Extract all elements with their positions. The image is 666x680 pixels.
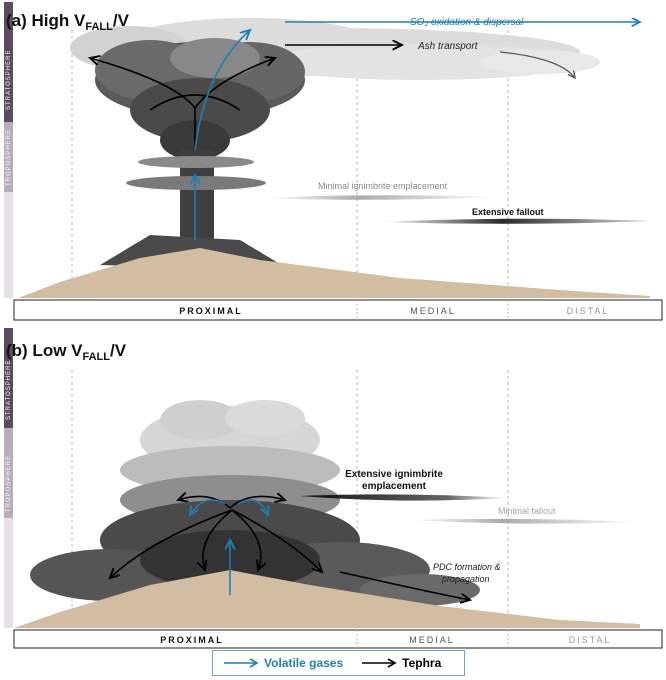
proximal-label-b: PROXIMAL [160,635,224,645]
stratosphere-label-b: STRATOSPHERE [6,360,12,420]
pdc-label-1: PDC formation & [433,562,501,572]
troposphere-bar-a [4,122,13,192]
legend-item-tephra: Tephra [361,656,441,670]
ground-b [14,570,640,628]
troposphere-label-a: TROPOSPHERE [6,129,12,186]
legend: Volatile gases Tephra [212,650,465,676]
troposphere-label-b: TROPOSPHERE [6,455,12,512]
extensive-fallout-label: Extensive fallout [472,207,544,217]
medial-label-a: MEDIAL [410,306,456,316]
ash-transport-label: Ash transport [417,41,479,52]
stratosphere-bar-b [4,328,13,428]
stratosphere-bar-a [4,2,13,122]
minimal-fallout-wedge [410,518,640,524]
extensive-ignimbrite-wedge [300,494,510,501]
minimal-fallout-label: Minimal fallout [498,506,556,516]
gas-arrow-plume-a [194,30,250,151]
ash-transport-arrow [499,51,575,78]
tephra-arrows-a [90,45,402,150]
umbrella-disc-2 [126,176,266,190]
minimal-ignimbrite-wedge [265,195,500,200]
legend-tephra-label: Tephra [402,656,442,670]
so2-label: SO₂ oxidation & dispersal [410,17,524,28]
troposphere-bar-b [4,428,13,518]
legend-item-gas: Volatile gases [223,656,343,670]
distal-label-b: DISTAL [569,635,612,645]
extensive-ignimbrite-label-1: Extensive ignimbrite [345,469,443,480]
distal-label-a: DISTAL [567,306,610,316]
legend-gas-label: Volatile gases [264,656,344,670]
minimal-ignimbrite-label: Minimal ignimbrite emplacement [318,181,448,191]
panel-a: STRATOSPHERE TROPOSPHERE [4,2,663,321]
panel-b-title: (b) Low VFALL/V [6,341,127,363]
gas-arrow-left-b [190,499,226,515]
stratosphere-label-a: STRATOSPHERE [6,50,12,110]
panel-b: STRATOSPHERE TROPOSPHERE [4,328,663,649]
gas-arrow-right-b [237,499,268,515]
pdc-cloud [30,500,480,606]
medial-label-b: MEDIAL [409,635,455,645]
black-arrow-icon [362,658,397,668]
ground-a [18,248,650,298]
zone-bar-b [13,629,663,649]
panel-a-title: (a) High VFALL/V [6,11,130,33]
proximal-label-a: PROXIMAL [179,306,243,316]
zone-bar-a [13,299,663,321]
extensive-ignimbrite-label-2: emplacement [362,481,427,492]
blue-arrow-icon [224,658,259,668]
pdc-label-2: propagation [441,574,490,584]
tephra-arrows-b [110,496,470,600]
umbrella-disc-1 [138,156,254,168]
extensive-fallout-wedge [380,218,652,224]
